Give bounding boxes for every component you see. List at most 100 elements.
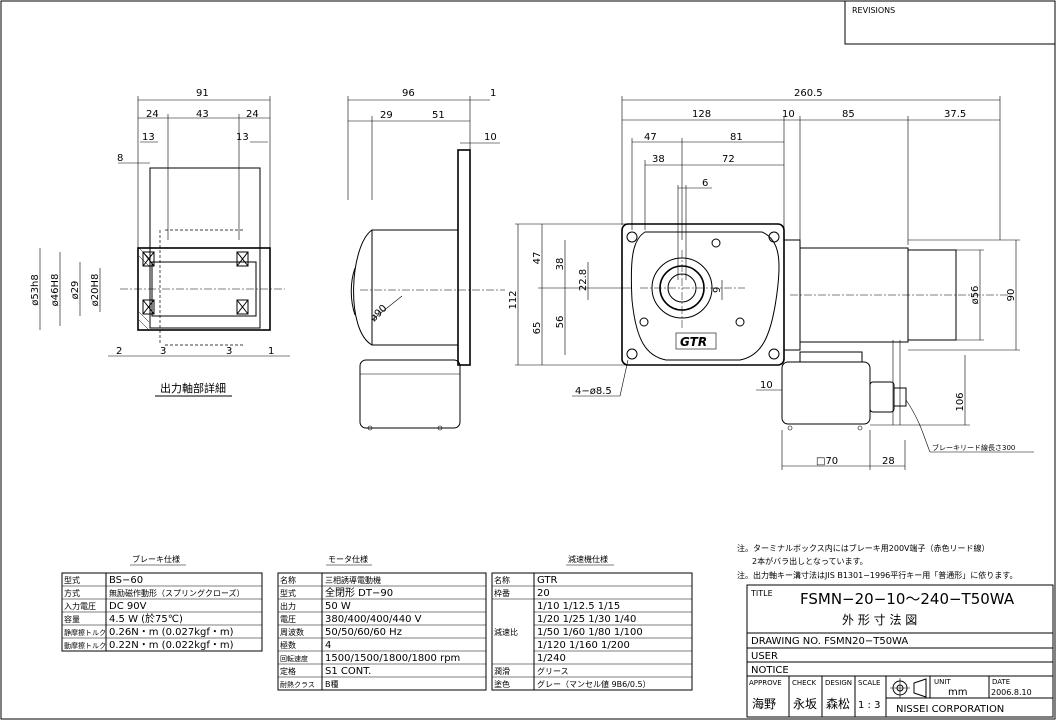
motor-row-2-key: 型式 — [280, 588, 296, 598]
brake-row-1-key: 型式 — [64, 575, 80, 585]
reducer-row-4-val: 1/20 1/25 1/30 1/40 — [537, 614, 636, 625]
reducer-row-3-val: 1/10 1/12.5 1/15 — [537, 601, 620, 612]
drawing-subtitle: 外 形 寸 法 図 — [842, 613, 917, 627]
motor-row-5-key: 周波数 — [280, 627, 304, 637]
check-name: 永坂 — [793, 697, 817, 711]
reducer-row-8-key: 潤滑 — [494, 666, 510, 676]
dim-1: 1 — [268, 346, 274, 357]
dim-10-flange: 10 — [484, 132, 497, 143]
date-value: 2006.8.10 — [991, 688, 1032, 697]
dim-box-width: □70 — [816, 456, 838, 467]
motor-row-4-key: 電圧 — [280, 615, 296, 624]
motor-row-3-key: 出力 — [280, 601, 296, 611]
motor-row-6-val: 4 — [325, 640, 331, 651]
dim-29-motor: 29 — [380, 110, 393, 121]
motor-row-2-val: 全閉形 DT−90 — [325, 586, 393, 599]
motor-row-9-val: B種 — [325, 679, 339, 689]
reducer-spec-title: 減速機仕様 — [568, 554, 608, 564]
dim-53h8: ø53h8 — [30, 274, 41, 306]
reducer-row-9-val: グレー（マンセル値 9B6/0.5） — [537, 679, 651, 689]
dim-46h8: ø46H8 — [50, 274, 61, 307]
notice-label: NOTICE — [751, 665, 789, 676]
dim-13-left: 13 — [142, 132, 155, 143]
dim-13-right: 13 — [236, 132, 249, 143]
user-label: USER — [751, 651, 778, 662]
approve-label: APPROVE — [749, 679, 782, 687]
scale-label: SCALE — [858, 679, 880, 687]
brake-row-3-key: 入力電圧 — [64, 601, 96, 611]
dim-20h8: ø20H8 — [90, 274, 101, 307]
motor-row-9-key: 耐熱クラス — [280, 680, 315, 689]
dim-81: 81 — [730, 132, 743, 143]
reducer-row-5-val: 1/50 1/60 1/80 1/100 — [537, 627, 643, 638]
dim-9: 9 — [712, 287, 723, 293]
reducer-row-7-val: 1/240 — [537, 653, 566, 664]
brake-row-4-key: 容量 — [64, 614, 80, 624]
motor-row-1-val: 三相誘導電動機 — [325, 575, 381, 585]
dim-28: 28 — [882, 456, 895, 467]
reducer-row-8-val: グリース — [537, 666, 569, 676]
projection-symbol-icon — [890, 678, 927, 698]
motor-spec-title: モータ仕様 — [328, 554, 368, 564]
motor-row-8-key: 定格 — [280, 666, 296, 676]
motor-row-6-key: 極数 — [280, 640, 296, 650]
dim-85: 85 — [842, 109, 855, 120]
brake-row-6-key: 動摩擦トルク — [64, 641, 106, 650]
dim-29: ø29 — [70, 281, 81, 300]
motor-row-3-val: 50 W — [325, 601, 351, 612]
unit-label: UNIT — [934, 678, 951, 686]
dim-96: 96 — [402, 88, 415, 99]
note-1: 注。ターミナルボックス内にはブレーキ用200V端子（赤色リード線） — [737, 543, 990, 553]
dim-91: 91 — [196, 88, 209, 99]
company-name: NISSEI CORPORATION — [896, 704, 1004, 715]
brake-row-5-val: 0.26N・m (0.027kgf・m) — [109, 627, 234, 638]
revisions-label: REVISIONS — [852, 6, 895, 15]
motor-row-1-key: 名称 — [280, 575, 296, 585]
dim-56-motor: ø56 — [970, 286, 981, 305]
dim-10-spacer: 10 — [782, 109, 795, 120]
dim-106: 106 — [955, 392, 966, 411]
motor-row-8-val: S1 CONT. — [325, 666, 371, 677]
dim-6-key: 6 — [702, 178, 708, 189]
brake-spec-title: ブレーキ仕様 — [132, 554, 180, 564]
dim-128: 128 — [692, 109, 711, 120]
check-label: CHECK — [792, 679, 816, 687]
dim-90-front: 90 — [1006, 289, 1017, 302]
dim-holes: 4−ø8.5 — [575, 386, 612, 397]
note-3: 注。出力軸キー溝寸法はJIS B1301−1996平行キー用「普通形」に依ります… — [737, 570, 1017, 580]
brake-spec-table: ブレーキ仕様 型式 BS−60 方式 無励磁作動形（スプリングクローズ） 入力電… — [61, 554, 263, 652]
lead-note: ブレーキリード線長さ300 — [932, 443, 1015, 452]
dim-56: 56 — [555, 316, 566, 329]
note-2: 2本がバラ出しとなっています。 — [752, 556, 868, 566]
unit-value: mm — [948, 687, 967, 698]
motor-row-5-val: 50/50/60/60 Hz — [325, 627, 402, 638]
reducer-row-1-key: 名称 — [494, 575, 510, 585]
reducer-row-3-key: 減速比 — [494, 627, 518, 637]
reducer-row-2-key: 枠番 — [494, 588, 510, 598]
reducer-row-2-val: 20 — [537, 588, 550, 599]
motor-row-7-val: 1500/1500/1800/1800 rpm — [325, 653, 460, 664]
approve-name: 海野 — [752, 696, 776, 711]
dim-1-flange: 1 — [490, 88, 496, 99]
date-label: DATE — [992, 678, 1010, 686]
dim-22-8: 22.8 — [578, 269, 589, 291]
dim-24-right: 24 — [246, 109, 259, 120]
reducer-spec-table: 減速機仕様 名称 GTR 枠番 20 減速比 1/10 1/12.5 1/15 … — [491, 554, 693, 691]
motor-spec-table: モータ仕様 名称 三相誘導電動機 型式 全閉形 DT−90 出力 50 W 電圧… — [277, 554, 487, 691]
brake-row-2-key: 方式 — [64, 588, 80, 598]
title-label: TITLE — [750, 589, 773, 598]
dim-43: 43 — [196, 109, 209, 120]
dim-47-h: 47 — [532, 252, 543, 265]
dim-112: 112 — [508, 290, 519, 309]
gtr-logo: GTR — [680, 335, 707, 349]
revisions-box — [844, 1, 1055, 45]
dim-51: 51 — [432, 110, 445, 121]
motor-view: 96 1 29 51 10 ø90 — [347, 88, 505, 431]
front-view: 260.5 128 10 85 37.5 47 81 38 72 6 112 4… — [508, 88, 1034, 470]
reducer-row-1-val: GTR — [537, 575, 558, 586]
dim-3-right: 3 — [226, 346, 232, 357]
drawing-number: DRAWING NO. FSMN20−T50WA — [751, 636, 908, 647]
dim-8: 8 — [117, 153, 123, 164]
